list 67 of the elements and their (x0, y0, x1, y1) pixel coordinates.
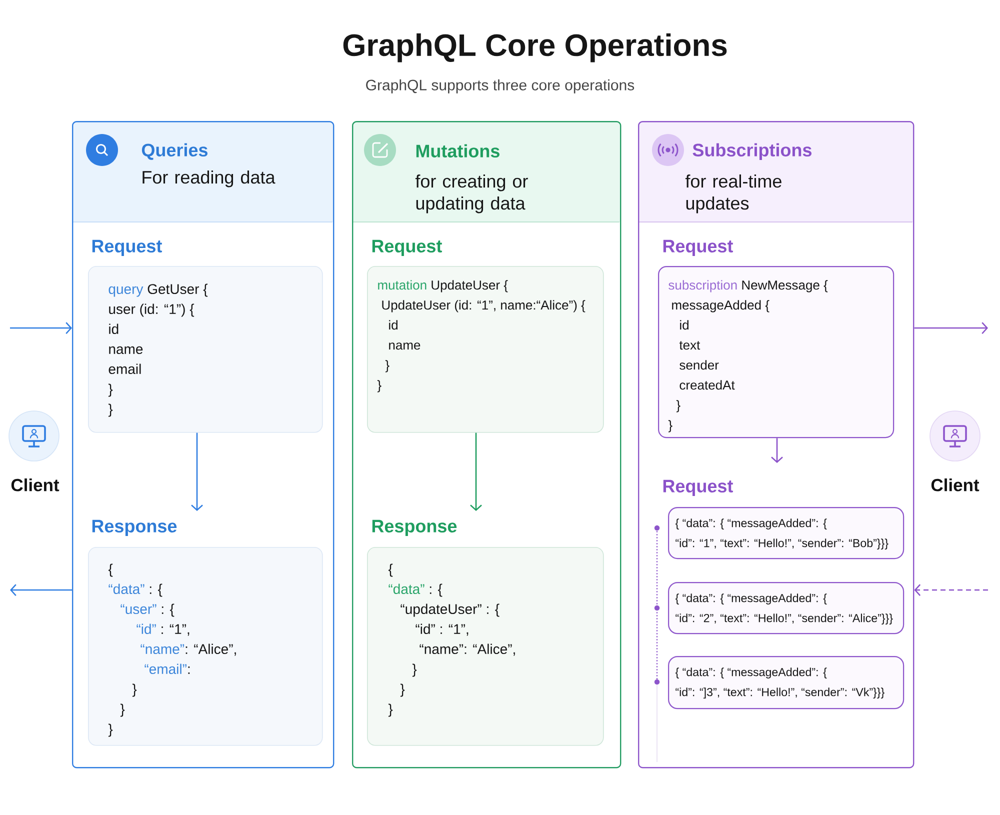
code-line: “id”: “]3”, “text”: “Hello!”, “sender”: “Vk”}}} (676, 688, 884, 698)
code-line: query GetUser { (108, 284, 208, 297)
arrow (771, 438, 783, 463)
code-line: “id”: “2”, “text”: “Hello!”, “sender”: “Alice”}}} (676, 614, 893, 624)
code-line: email (108, 364, 141, 374)
code-line: { “data”: { “messageAdded”: { (675, 518, 827, 530)
code-line: name (389, 342, 420, 350)
code-line: { “data”: { “messageAdded”: { (675, 594, 827, 604)
arrow (10, 322, 72, 334)
code-line: } (120, 704, 125, 717)
code-line: “id” : “1”, (416, 624, 468, 636)
arrow (914, 584, 988, 596)
code-line: sender (680, 360, 719, 370)
code-line: messageAdded { (672, 300, 770, 312)
icon-caption: Client (11, 478, 60, 492)
code-line: “id” : “1”, (136, 624, 190, 636)
panel-title: Mutations (416, 144, 500, 158)
panel-subtitle: for creating or updating data (415, 174, 528, 214)
code-line: } (388, 704, 393, 717)
code-line: “data” : { (388, 584, 442, 597)
subtitle: GraphQL supports three core operations (366, 79, 634, 94)
arrow (914, 322, 988, 334)
panel-title: Queries (142, 143, 208, 160)
code-line: mutation UpdateUser { (378, 280, 508, 292)
code-line: text (679, 341, 700, 350)
code-line: } (377, 380, 382, 392)
title: GraphQL Core Operations (343, 33, 727, 62)
panel-subtitle: For reading data (142, 170, 276, 188)
code-line: “data” : { (108, 584, 162, 597)
code-line: “updateUser” : { (400, 604, 500, 617)
code-line: createdAt (680, 380, 735, 390)
code-line: { “data”: { “messageAdded”: { (675, 668, 827, 678)
code-line: id (389, 320, 398, 330)
code-line: } (108, 404, 113, 417)
code-line: } (132, 684, 137, 697)
section-heading: Response (92, 520, 177, 536)
arrow (191, 432, 203, 511)
code-line: } (108, 724, 113, 737)
icon-caption: Client (931, 478, 980, 492)
code-line: name (109, 346, 143, 354)
code-line: UpdateUser (id: “1”, name:“Alice”) { (382, 300, 586, 312)
code-line: id (109, 324, 118, 334)
code-line: “id”: “1”, “text”: “Hello!”, “sender”: “Bob”}}} (676, 538, 888, 550)
code-line: “name”: “Alice”, (140, 644, 236, 656)
code-line: { (388, 564, 393, 577)
code-line: } (400, 684, 405, 697)
code-line: “name”: “Alice”, (420, 644, 515, 656)
arrow (470, 432, 482, 511)
panel-title: Subscriptions (692, 143, 812, 160)
arrow (10, 584, 72, 596)
code-line: “email”: (144, 664, 190, 674)
section-heading: Request (663, 480, 733, 496)
code-line: } (412, 664, 417, 677)
section-heading: Request (372, 240, 442, 256)
code-line: } (676, 400, 680, 412)
code-line: } (668, 420, 672, 432)
code-line: user (id: “1”) { (109, 304, 194, 317)
code-line: } (108, 384, 113, 397)
section-heading: Response (372, 520, 457, 536)
section-heading: Request (92, 240, 162, 256)
code-line: { (108, 564, 113, 577)
section-heading: Request (663, 240, 733, 256)
code-line: “user” : { (120, 604, 174, 617)
panel-subtitle: for real-time updates (685, 174, 782, 214)
code-line: id (680, 320, 688, 330)
code-line: subscription NewMessage { (668, 280, 828, 292)
code-line: } (385, 360, 390, 372)
